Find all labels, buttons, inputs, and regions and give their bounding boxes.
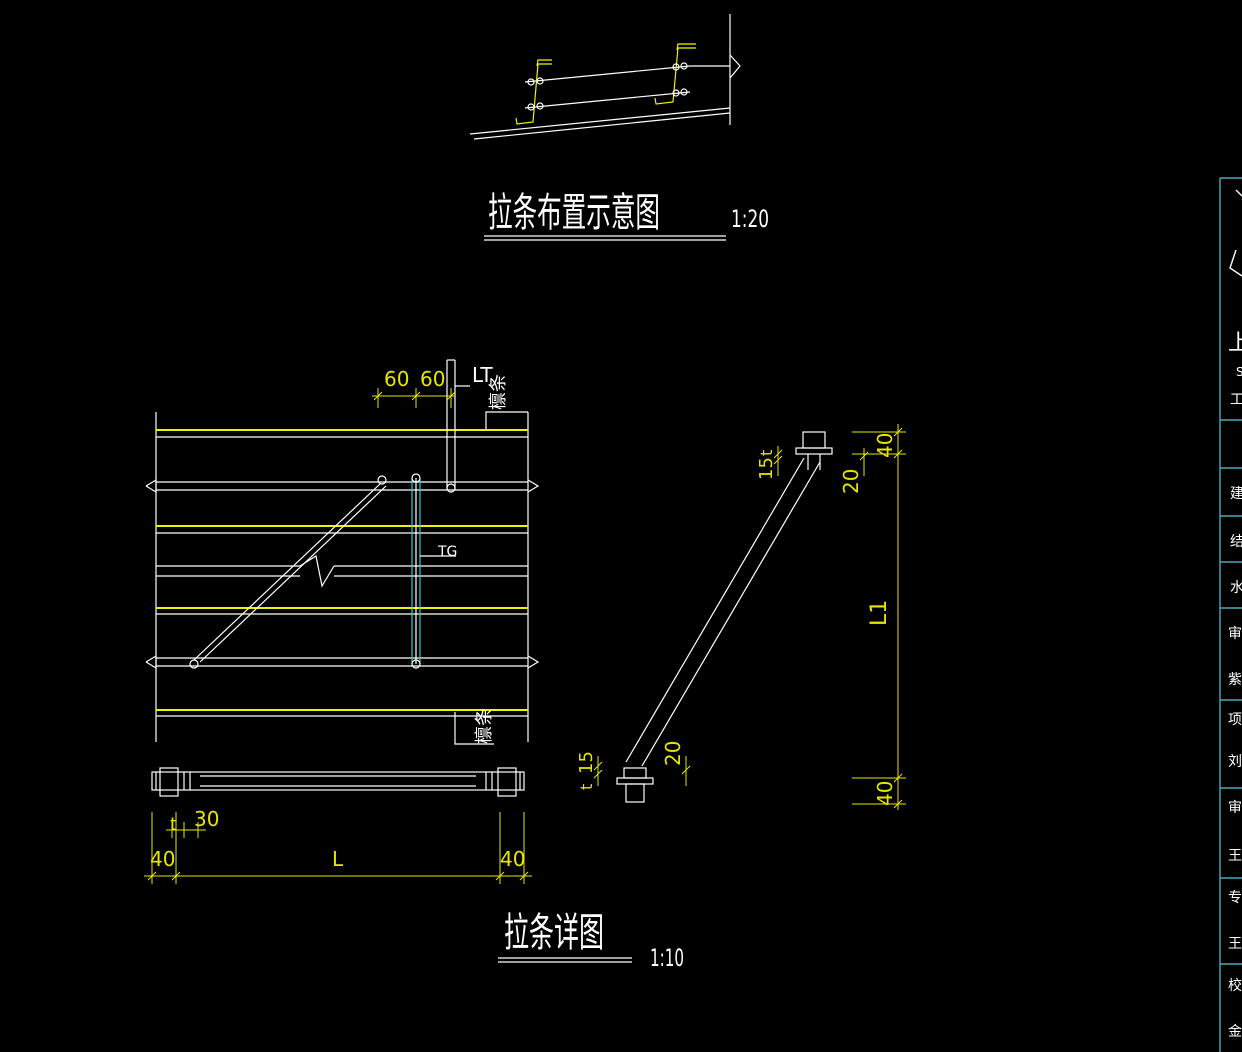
tb-cell-2: 工 [1230,392,1242,408]
title-block-frame [1219,177,1242,1052]
tb-cell-14: 校 [1228,977,1242,994]
tie-layout-sketch [469,14,741,140]
tb-cell-7: 紫 [1228,672,1242,688]
layout-scale: 1:20 [731,205,769,233]
label-purlin-top: 檩条 [488,374,509,410]
detail-title: 拉条详图 [504,910,604,956]
tb-cell-0: 上 [1228,331,1242,356]
tb-cell-4: 结 [1230,534,1242,550]
layout-title: 拉条布置示意图 [488,190,660,236]
detail-scale: 1:10 [650,944,684,972]
tb-cell-12: 专 [1228,890,1242,906]
tb-cell-15: 金 [1228,1024,1242,1040]
label-lt: LT [472,363,493,387]
tb-cell-3: 建 [1230,486,1242,502]
tb-cell-5: 水 [1230,580,1242,596]
rod-dim-30: 30 [194,807,219,831]
tb-cell-10: 审 [1228,800,1242,816]
dim-label-60a: 60 [384,367,409,391]
bent-dim-40-bottom: 40 [873,781,897,806]
rod-dimensions [144,812,532,884]
bent-dim-15-bottom: 15 [576,751,597,774]
bent-rod-dimensions [593,424,906,810]
title-block-text: 上 S 工 建 结 水 审 紫 项 刘 审 王 专 王 校 金 [1228,331,1242,1040]
dim-label-60b: 60 [420,367,445,391]
bent-dim-t-top: t [757,450,776,456]
bent-dim-15-top: 15 [756,457,777,480]
label-purlin-bottom: 檩条 [474,708,495,744]
bent-dim-L1: L1 [867,600,892,626]
bent-dim-20-top: 20 [839,469,863,494]
rod-dim-t: t [170,814,177,835]
tb-cell-6: 审 [1228,626,1242,642]
rod-dim-L: L [332,847,344,871]
bent-dim-40-top: 40 [873,433,897,458]
bent-dim-20-bottom: 20 [661,741,685,766]
rod-dim-40-left: 40 [150,847,175,871]
tb-cell-1: S [1236,365,1242,379]
bent-dim-t-bottom: t [577,784,596,790]
bent-rod [616,431,833,803]
rod-dim-40-right: 40 [500,847,525,871]
straight-rod [151,767,525,797]
label-tg: TG [437,544,457,560]
tb-cell-9: 刘 [1228,754,1242,770]
tb-cell-13: 王 [1228,936,1242,952]
purlin-plan [145,359,540,745]
dim-60-60 [372,388,456,408]
tb-cell-11: 王 [1228,848,1242,864]
tb-cell-8: 项 [1228,712,1242,728]
